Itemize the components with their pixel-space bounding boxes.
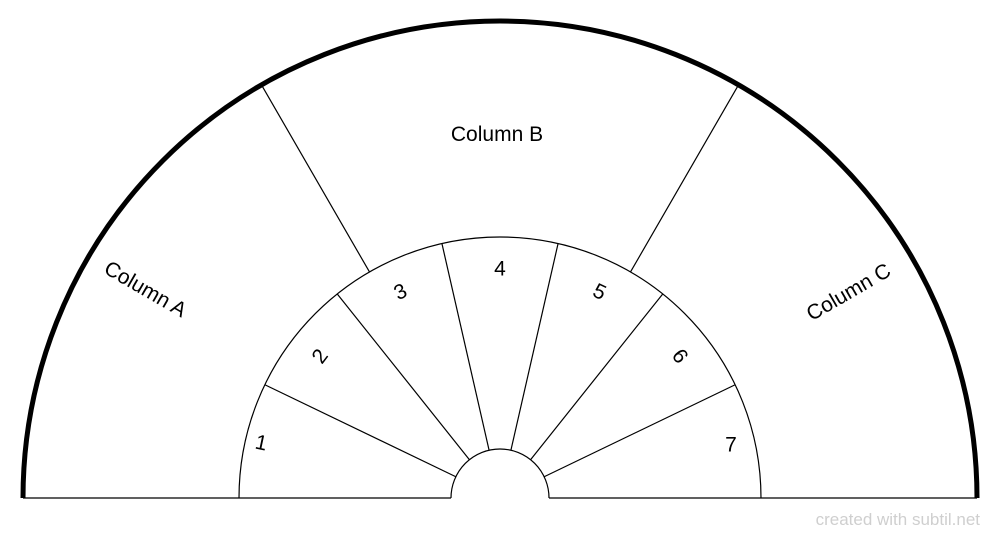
section-4-label: 4 [494,258,506,281]
section-6-label: 6 [667,345,692,368]
section-divider-1 [264,384,457,478]
credit-text: created with subtil.net [815,510,980,529]
section-2-label: 2 [308,345,333,368]
column-c-label: Column C [803,259,895,326]
section-divider-4 [510,243,559,451]
column-divider-1 [629,84,740,273]
section-7-label: 7 [725,434,737,457]
section-divider-6 [543,384,736,478]
section-5-label: 5 [589,279,609,305]
section-divider-5 [530,293,664,461]
diagram-lines [20,18,980,499]
column-b-label: Column B [451,123,543,146]
outer-arc [20,18,980,499]
column-divider-2 [260,84,371,273]
hub-arc [450,448,550,499]
section-divider-3 [441,243,490,451]
middle-arc [238,236,762,499]
section-1-label: 1 [253,431,269,456]
section-3-label: 3 [390,279,410,305]
section-divider-2 [336,293,470,461]
column-a-label: Column A [100,257,190,322]
